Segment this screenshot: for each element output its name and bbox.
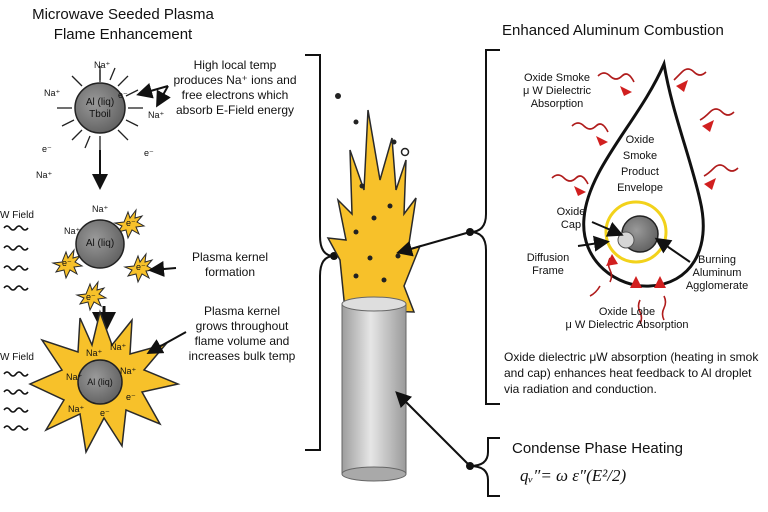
ion-label: Na⁺	[148, 110, 165, 120]
envelope-line-4: Envelope	[617, 182, 663, 194]
oxide-smoke-line-2: μ W Dielectric	[522, 85, 592, 97]
ion-label: Na⁺	[110, 342, 127, 352]
e-field-label-2: W Field	[0, 352, 34, 363]
e-field-waves-1	[3, 225, 29, 291]
electron-label: e⁻	[42, 144, 52, 154]
diffusion-frame-line-1: Diffusion	[526, 252, 570, 264]
ion-label: Na⁺	[44, 88, 61, 98]
annotation-2-line-1: Plasma kernel	[191, 250, 269, 264]
electron-label: e⁻	[126, 218, 136, 228]
diffusion-frame-line-2: Frame	[532, 265, 564, 277]
left-title-line-1: Microwave Seeded Plasma	[32, 6, 214, 23]
annotation-2-line-2: formation	[204, 265, 256, 279]
annotation-1-line-3: free electrons which	[181, 88, 289, 102]
ion-label: Na⁺	[120, 366, 137, 376]
oxide-lobe-line-2: μ W Dielectric Absorption	[565, 319, 689, 331]
callout-arrow-2	[148, 261, 177, 277]
e-field-waves-2	[3, 371, 29, 431]
electron-label: e⁻	[126, 392, 136, 402]
ion-label: Na⁺	[92, 204, 109, 214]
burning-line-3: Agglomerate	[685, 280, 749, 292]
electron-label: e⁻	[118, 90, 128, 100]
propellant-tube	[341, 296, 407, 482]
ion-label: Na⁺	[64, 226, 81, 236]
condense-phase-title: Condense Phase Heating	[512, 440, 683, 457]
right-title: Enhanced Aluminum Combustion	[502, 22, 724, 39]
oxide-cap-shape	[617, 231, 635, 249]
droplet-3-label: Al (liq)	[87, 377, 113, 387]
droplet-1-label-line-2: Tboil	[89, 109, 111, 120]
annotation-3-line-3: flame volume and	[194, 334, 290, 348]
electron-label: e⁻	[100, 408, 110, 418]
e-field-label-1: W Field	[0, 210, 34, 221]
ion-label: Na⁺	[36, 170, 53, 180]
connector-right	[396, 231, 471, 257]
ion-label: Na⁺	[66, 372, 83, 382]
burning-line-1: Burning	[698, 254, 736, 266]
annotation-1-line-2: produces Na⁺ ions and	[173, 73, 297, 87]
annotation-1-line-4: absorb E-Field energy	[175, 103, 295, 117]
droplet-2-label: Al (liq)	[85, 238, 115, 249]
ion-label: Na⁺	[94, 60, 111, 70]
heating-equation: qᵥ″= ω ε″(E²/2)	[520, 466, 627, 485]
bottom-bracket	[469, 437, 500, 497]
burning-line-2: Aluminum	[692, 267, 742, 279]
left-title-line-2: Flame Enhancement	[53, 26, 193, 43]
boiling-droplet	[57, 66, 143, 150]
ion-label: Na⁺	[68, 404, 85, 414]
annotation-1-line-1: High local temp	[193, 58, 277, 72]
electron-label: e⁻	[136, 262, 146, 272]
electron-label: e⁻	[86, 292, 96, 302]
electron-label: e⁻	[144, 148, 154, 158]
electron-label: e⁻	[62, 258, 72, 268]
envelope-line-1: Oxide	[625, 134, 655, 146]
right-caption-line-3: via radiation and conduction.	[504, 382, 657, 396]
annotation-3-line-4: increases bulk temp	[188, 349, 296, 363]
ion-label: Na⁺	[86, 348, 103, 358]
annotation-3-line-2: grows throughout	[195, 319, 289, 333]
right-bracket	[469, 49, 500, 405]
kernel-formation	[51, 208, 156, 312]
callout-arrow-3	[146, 331, 187, 354]
dielectric-arrowheads	[574, 80, 716, 288]
droplet-1-label-line-1: Al (liq)	[85, 97, 115, 108]
oxide-cap-line-1: Oxide	[556, 206, 586, 218]
connector-bottom	[395, 391, 471, 467]
dielectric-waves	[551, 68, 739, 325]
oxide-lobe-line-1: Oxide Lobe	[598, 306, 656, 318]
annotation-3-line-1: Plasma kernel	[203, 304, 281, 318]
oxide-cap-line-2: Cap	[560, 219, 582, 231]
callout-arrow-1b	[156, 85, 171, 108]
oxide-smoke-line-1: Oxide Smoke	[523, 72, 591, 84]
right-caption-line-2: and cap) enhances heat feedback to Al dr…	[504, 366, 752, 380]
envelope-line-2: Smoke	[622, 150, 658, 162]
right-caption-line-1: Oxide dielectric μW absorption (heating …	[504, 350, 759, 364]
oxide-smoke-line-3: Absorption	[530, 98, 584, 110]
envelope-line-3: Product	[621, 166, 659, 178]
flame	[326, 93, 422, 313]
callout-arrow-1	[136, 83, 169, 99]
